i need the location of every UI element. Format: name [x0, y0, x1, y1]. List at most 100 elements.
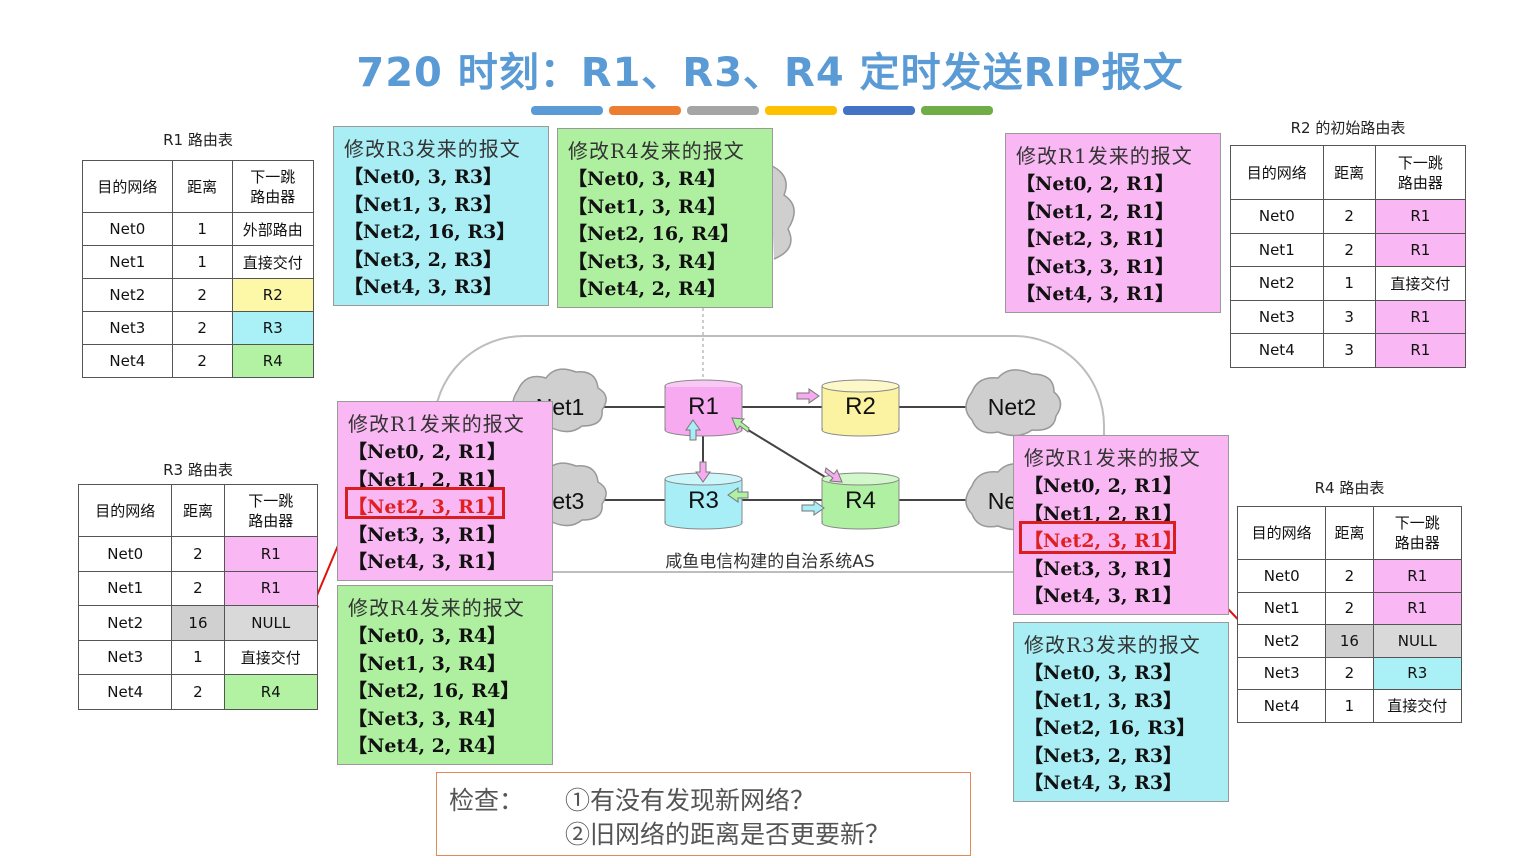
message-entry: 【Net4, 3, R3】: [344, 276, 503, 298]
check-label: 检查：: [449, 786, 525, 815]
header-dist: 距离: [1325, 506, 1374, 560]
cell-dist: 1: [171, 245, 233, 279]
cloud-net2: [965, 369, 1062, 437]
cell-dist: 16: [1325, 624, 1374, 658]
message-entry: 【Net2, 16, R4】: [348, 680, 520, 702]
cell-dist: 2: [171, 674, 225, 710]
cell-net: Net0: [82, 212, 173, 246]
cell-next-hop: 直接交付: [1374, 266, 1467, 301]
message-entry: 【Net1, 3, R3】: [344, 193, 503, 216]
header-dest: 目的网络: [1230, 145, 1324, 200]
cell-net: Net2: [77, 605, 173, 641]
table-header-row: 目的网络距离下一跳路由器: [1236, 506, 1463, 560]
r4-table-caption: R4 路由表: [1314, 479, 1385, 497]
cell-next-hop: R1: [1374, 199, 1467, 234]
message-title: 修改R1发来的报文: [1024, 446, 1201, 470]
cell-next-hop: R1: [223, 536, 318, 572]
cell-next-hop: R3: [1372, 656, 1463, 690]
header-next-hop: 下一跳路由器: [1374, 145, 1467, 200]
router-r3: [664, 472, 743, 530]
router-r4: [821, 472, 900, 530]
message-box-r3-top: 修改R3发来的报文【Net0, 3, R3】【Net1, 3, R3】【Net2…: [333, 126, 549, 306]
cell-next-hop: R1: [223, 570, 318, 606]
color-bar-5: [843, 106, 915, 115]
check-box: 检查： ①有没有发现新网络？ ②旧网络的距离是否更要新？: [436, 772, 971, 856]
r1-table-caption: R1 路由表: [163, 131, 233, 149]
table-header-row: 目的网络距离下一跳路由器: [82, 160, 315, 213]
message-entry: 【Net2, 3, R1】: [348, 496, 507, 518]
message-title: 修改R3发来的报文: [344, 137, 521, 161]
check-question-2: ②旧网络的距离是否更要新？: [565, 820, 891, 849]
router-r4-label: R4: [845, 487, 876, 514]
msg-arrow-r3-r4: [801, 500, 825, 516]
router-r2: [821, 379, 900, 437]
message-box-r1-mid: 修改R1发来的报文【Net0, 2, R1】【Net1, 2, R1】【Net2…: [337, 401, 553, 581]
cell-net: Net3: [1230, 299, 1324, 334]
cell-net: Net3: [82, 311, 173, 345]
message-entry: 【Net4, 3, R1】: [348, 551, 507, 573]
cell-net: Net1: [1236, 591, 1327, 625]
message-entry: 【Net1, 2, R1】: [348, 468, 507, 491]
cell-dist: 1: [171, 212, 233, 246]
header-next-hop: 下一跳路由器: [1372, 506, 1463, 560]
cell-net: Net0: [77, 536, 173, 572]
message-box-r4-mid: 修改R4发来的报文【Net0, 3, R4】【Net1, 3, R4】【Net2…: [337, 585, 553, 765]
cloud-bumps: [769, 164, 795, 260]
message-entry: 【Net3, 3, R1】: [1024, 557, 1183, 580]
cell-dist: 2: [1322, 199, 1376, 234]
message-entry: 【Net0, 3, R4】: [348, 625, 507, 647]
router-r1-label: R1: [688, 393, 719, 420]
cell-net: Net0: [1236, 559, 1327, 593]
cell-dist: 2: [171, 536, 225, 572]
message-entry: 【Net3, 3, R1】: [348, 523, 507, 546]
message-entry: 【Net2, 16, R3】: [1024, 717, 1196, 739]
cell-dist: 2: [1322, 232, 1376, 267]
header-next-hop-line1: 下一跳: [248, 491, 294, 510]
message-title: 修改R4发来的报文: [348, 596, 525, 620]
cell-next-hop: R3: [231, 311, 315, 345]
cell-net: Net0: [1230, 199, 1324, 234]
header-next-hop-line2: 路由器: [1394, 534, 1440, 552]
header-next-hop-line2: 路由器: [1397, 173, 1443, 192]
header-next-hop-line2: 路由器: [250, 187, 296, 206]
message-box-r4-top: 修改R4发来的报文【Net0, 3, R4】【Net1, 3, R4】【Net2…: [557, 128, 773, 308]
header-next-hop-line1: 下一跳: [250, 167, 296, 186]
message-entry: 【Net3, 2, R3】: [1024, 744, 1183, 767]
header-next-hop: 下一跳路由器: [231, 160, 315, 213]
color-bar-6: [921, 106, 993, 115]
router-r2-label: R2: [845, 393, 876, 420]
header-next-hop-line1: 下一跳: [1394, 514, 1440, 532]
cell-next-hop: R1: [1374, 299, 1467, 334]
msg-arrow-r1-r3: [695, 461, 711, 483]
message-entry: 【Net0, 2, R1】: [348, 441, 507, 463]
message-box-r1-top: 修改R1发来的报文【Net0, 2, R1】【Net1, 2, R1】【Net2…: [1005, 133, 1221, 313]
cell-next-hop: R4: [231, 344, 315, 378]
message-entry: 【Net4, 3, R1】: [1024, 585, 1183, 607]
highlight-box-right: [1019, 521, 1176, 554]
cell-next-hop: NULL: [1372, 624, 1463, 658]
cell-next-hop: 直接交付: [231, 245, 315, 279]
color-bar-3: [687, 106, 759, 115]
router-r1: [664, 379, 743, 437]
check-question-1: ①有没有发现新网络？: [565, 786, 816, 815]
cell-net: Net4: [1236, 689, 1327, 723]
cell-dist: 2: [1325, 591, 1374, 625]
cell-net: Net1: [1230, 232, 1324, 267]
table-header-row: 目的网络距离下一跳路由器: [1230, 145, 1467, 200]
message-entry: 【Net4, 2, R4】: [348, 735, 507, 757]
cell-next-hop: 直接交付: [223, 639, 318, 675]
cell-net: Net1: [82, 245, 173, 279]
